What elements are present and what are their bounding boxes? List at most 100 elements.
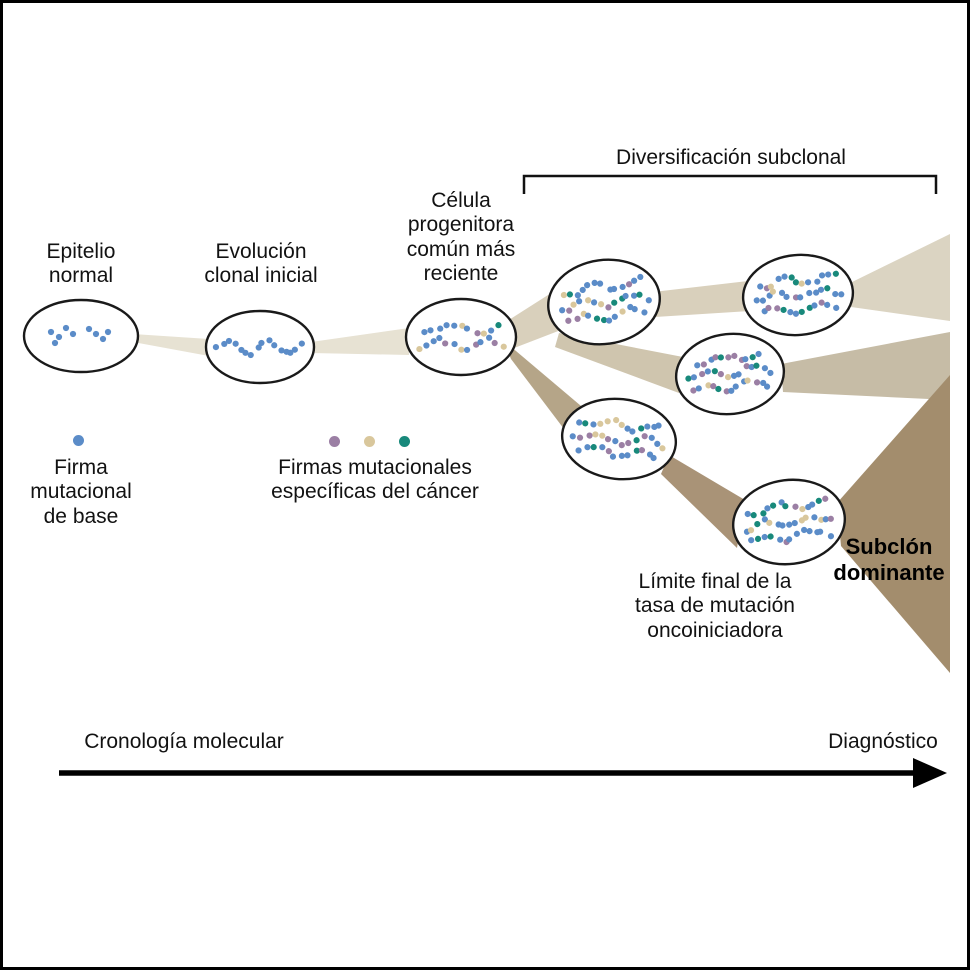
mutation-dot	[654, 440, 661, 447]
mutation-dot	[700, 361, 707, 368]
legend-dot-purple	[329, 436, 340, 447]
mutation-dot	[732, 383, 739, 390]
mutation-dot	[225, 337, 233, 345]
mutation-dot	[599, 444, 606, 451]
mutation-dot	[85, 325, 93, 333]
mutation-dot	[69, 330, 77, 338]
mutation-dot	[754, 520, 761, 528]
mutation-dot	[710, 383, 717, 390]
mutation-dot	[624, 425, 631, 432]
mutation-dot	[442, 340, 449, 347]
mutation-dot	[760, 379, 767, 387]
mutation-dot	[258, 339, 265, 347]
mutation-dot	[644, 423, 651, 430]
mutation-dot	[232, 340, 239, 347]
mutation-dot	[582, 420, 589, 427]
mutation-dot	[827, 515, 834, 522]
mutation-dot	[705, 382, 712, 389]
mutation-dot	[619, 308, 626, 315]
mutation-dot	[717, 354, 724, 361]
mutation-dot	[255, 344, 262, 351]
mutation-dot	[767, 369, 774, 377]
mutation-dot	[604, 436, 612, 443]
mutation-dot	[777, 536, 784, 543]
mutation-dot	[815, 497, 822, 504]
mutation-dot	[802, 514, 809, 521]
mutation-dot	[775, 275, 782, 282]
subclonal-bracket	[522, 174, 938, 194]
mutation-dot	[690, 374, 697, 381]
mutation-dot	[637, 273, 644, 281]
mutation-dot	[782, 503, 789, 510]
mutation-dot	[818, 299, 825, 306]
mutation-dot	[792, 279, 800, 286]
mutation-dot	[757, 283, 764, 290]
mutation-dot	[618, 442, 625, 449]
mutation-dot	[590, 444, 597, 451]
mutation-dot	[618, 421, 625, 429]
cell	[674, 332, 786, 416]
mutation-dot	[645, 297, 652, 304]
mutation-dot	[605, 448, 612, 455]
label-epitelio-normal: Epitelio normal	[46, 240, 116, 288]
mutation-dot	[787, 309, 794, 316]
mutation-dot	[770, 502, 777, 509]
mutation-dot	[690, 387, 697, 394]
mutation-dot	[488, 327, 495, 334]
mutation-dot	[717, 371, 724, 378]
cell	[731, 478, 847, 566]
mutation-dot	[590, 299, 598, 306]
mutation-dot	[459, 322, 466, 329]
mutation-dot	[605, 317, 613, 324]
mutation-dot	[584, 312, 592, 319]
timeline-arrow	[59, 758, 947, 788]
mutation-dot	[778, 289, 786, 296]
mutation-dot	[576, 298, 583, 305]
mutation-dot	[788, 274, 795, 281]
mutation-dot	[761, 516, 768, 523]
mutation-dot	[780, 306, 787, 314]
mutation-dot	[827, 533, 835, 540]
mutation-dot	[650, 454, 657, 462]
mutation-dot	[742, 356, 749, 363]
wedge-upper-to-upper2	[653, 281, 750, 317]
mutation-dot	[764, 505, 771, 512]
mutation-dot	[735, 371, 742, 378]
mutation-dot	[824, 285, 831, 292]
mutation-dot	[624, 452, 631, 459]
mutation-dot	[574, 315, 581, 322]
mutation-dot	[463, 325, 471, 332]
label-subclon-dominante: Subclón dominante	[833, 534, 945, 585]
mutation-dot	[604, 418, 611, 425]
mutation-dot	[749, 354, 756, 361]
mutation-dot	[822, 516, 829, 523]
mutation-dot	[593, 315, 601, 322]
mutation-dot	[430, 338, 437, 345]
mutation-dot	[832, 290, 839, 298]
mutation-dot	[786, 536, 793, 543]
mutation-dot	[486, 334, 493, 341]
mutation-dot	[711, 368, 718, 375]
mutation-dot	[613, 416, 620, 424]
mutation-dot	[641, 309, 648, 316]
mutation-dot	[55, 333, 63, 341]
mutation-dot	[809, 501, 816, 508]
mutation-dot	[638, 425, 645, 432]
label-celula-progenitora: Célula progenitora común más reciente	[406, 189, 516, 286]
mutation-dot	[781, 273, 788, 280]
mutation-dot	[451, 340, 458, 348]
mutation-dot	[619, 283, 626, 291]
mutation-dot	[423, 342, 430, 349]
mutation-dot	[838, 291, 845, 298]
cell-ellipse	[560, 397, 678, 481]
mutation-dot	[570, 301, 577, 308]
mutation-dot	[437, 325, 444, 332]
mutation-dot	[47, 328, 55, 336]
cell	[22, 298, 140, 374]
mutation-dot	[761, 533, 768, 541]
mutation-dot	[633, 447, 640, 454]
cell	[741, 253, 855, 337]
mutation-dot	[611, 299, 618, 306]
mutation-dot	[500, 343, 507, 350]
